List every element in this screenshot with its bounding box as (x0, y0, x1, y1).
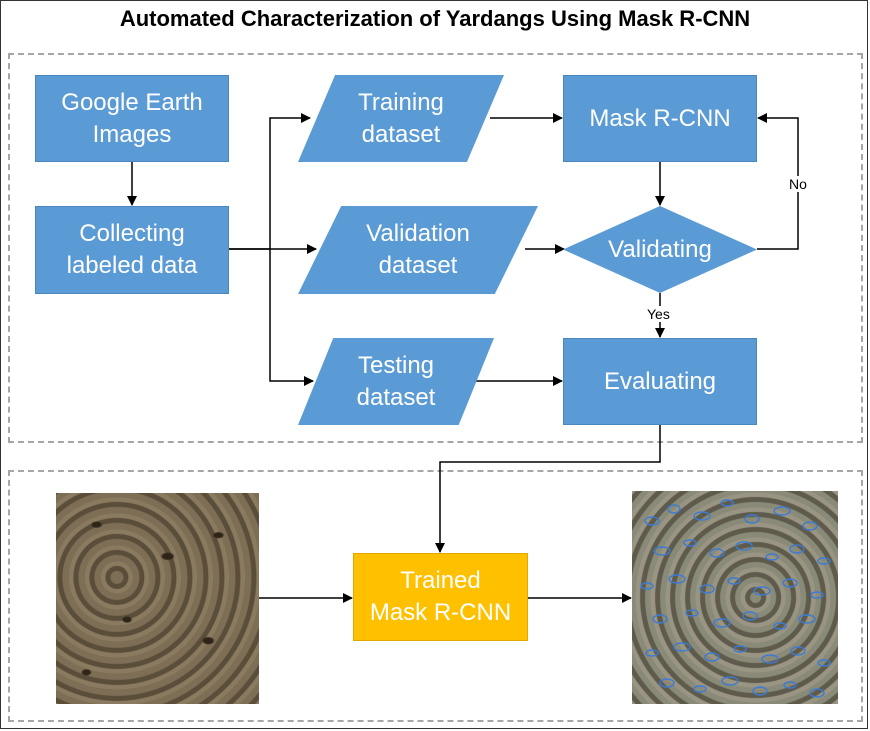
testing-dataset-box: Testing dataset (298, 338, 494, 425)
input-yardang-image (56, 493, 259, 704)
validation-dataset-box: Validation dataset (298, 206, 538, 294)
mask-rcnn-box: Mask R-CNN (563, 75, 757, 162)
instance-outlines (640, 499, 831, 698)
arrow-collecting-to-training (229, 113, 311, 250)
training-dataset-box: Training dataset (298, 75, 504, 162)
edge-label-no: No (787, 176, 809, 192)
top-panel (8, 53, 863, 443)
figure-title: Automated Characterization of Yardangs U… (119, 6, 751, 31)
google-earth-images-box: Google Earth Images (35, 75, 229, 162)
bottom-panel (8, 470, 863, 722)
arrow-collecting-to-testing (269, 249, 314, 386)
trained-mask-rcnn-box: Trained Mask R-CNN (353, 553, 528, 641)
edge-label-yes: Yes (645, 306, 672, 322)
evaluating-box: Evaluating (563, 338, 757, 425)
arrow-evaluating-to-trained (435, 425, 661, 553)
segmented-yardang-image (632, 491, 838, 704)
collecting-labeled-data-box: Collecting labeled data (35, 206, 229, 294)
